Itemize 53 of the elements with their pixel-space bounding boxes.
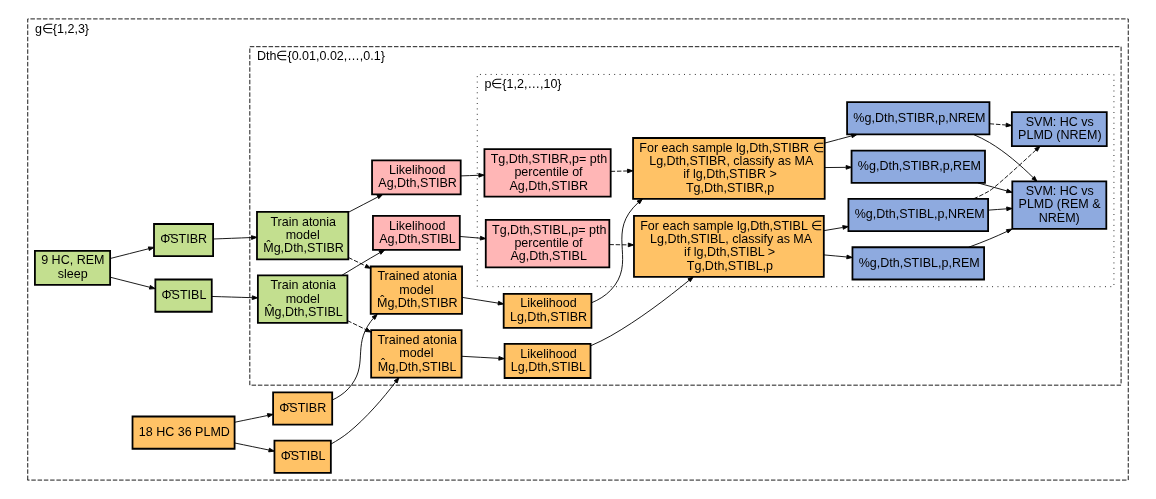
node-box: Φ̄STIBR [153, 223, 214, 258]
node-box: 18 HC 36 PLMD [131, 415, 236, 450]
arrow [461, 355, 505, 361]
arrow [341, 249, 385, 276]
node-box: %g,Dth,STIBR,p,REM [850, 149, 986, 184]
node-box: Likelihood Lg,Dth,STIBL [503, 343, 592, 379]
arrow [977, 182, 1013, 194]
arrow [823, 225, 849, 232]
node-box: Trained atonia model M̂g,Dth,STIBL [370, 329, 463, 379]
node-box: SVM: HC vs PLMD (NREM) [1010, 111, 1108, 147]
node-box: Φ̄STIBL [273, 439, 332, 474]
node-box: For each sample lg,Dth,STIBR ∈ Lg,Dth,STIBR, classify as MA if lg,Dth,STIBR > Tg,Dth,STIBR,p [632, 137, 826, 200]
arrow [609, 242, 635, 248]
node-box: Likelihood Ag,Dth,STIBL [372, 215, 461, 251]
arrow [973, 134, 1038, 182]
arrow [331, 313, 378, 401]
arrow [610, 168, 634, 174]
arrow [823, 254, 853, 260]
arrow [461, 296, 505, 306]
node-box: 9 HC, REM sleep [34, 249, 112, 286]
arrow [968, 228, 1013, 248]
node-box: Likelihood Lg,Dth,STIBR [502, 292, 593, 329]
node-box: Φ̄STIBR [272, 391, 334, 426]
arrow [212, 235, 258, 240]
arrow [330, 377, 400, 445]
node-box: %g,Dth,STIBL,p,NREM [847, 198, 989, 233]
node-box: %g,Dth,STIBR,p,NREM [846, 101, 991, 136]
arrow [987, 206, 1013, 212]
arrow [459, 235, 487, 241]
arrow [347, 257, 372, 269]
arrow [824, 165, 852, 170]
node-box: %g,Dth,STIBL,p,REM [851, 246, 985, 281]
node-box: Tg,Dth,STIBL,p= pth percentile of Ag,Dth,STIBL [484, 219, 611, 269]
arrow [824, 133, 858, 144]
arrow [590, 276, 694, 347]
node-box: Trained atonia model M̂g,Dth,STIBR [369, 265, 463, 315]
arrow [109, 276, 156, 290]
node-box: For each sample lg,Dth,STIBL ∈ Lg,Dth,STIBL, classify as MA if lg,Dth,STIBL > Tg,Dth,STIBL,p [633, 215, 825, 278]
arrow [460, 172, 485, 178]
node-box: SVM: HC vs PLMD (REM & NREM) [1011, 180, 1108, 230]
arrow [973, 145, 1041, 200]
node-box: Likelihood Ag,Dth,STIBR [371, 159, 462, 196]
arrow [211, 295, 259, 300]
arrow [591, 198, 643, 304]
arrow [234, 413, 274, 423]
arrow [234, 442, 275, 453]
arrow [989, 122, 1012, 128]
node-box: Train atonia model M̂g,Dth,STIBR [256, 211, 350, 261]
node-box: Train atonia model M̂g,Dth,STIBL [257, 274, 349, 324]
arrow [109, 246, 155, 259]
arrow [347, 194, 384, 213]
node-box: Φ̄STIBL [154, 278, 213, 313]
node-box: Tg,Dth,STIBR,p= pth percentile of Ag,Dth,STIBR [483, 148, 612, 198]
